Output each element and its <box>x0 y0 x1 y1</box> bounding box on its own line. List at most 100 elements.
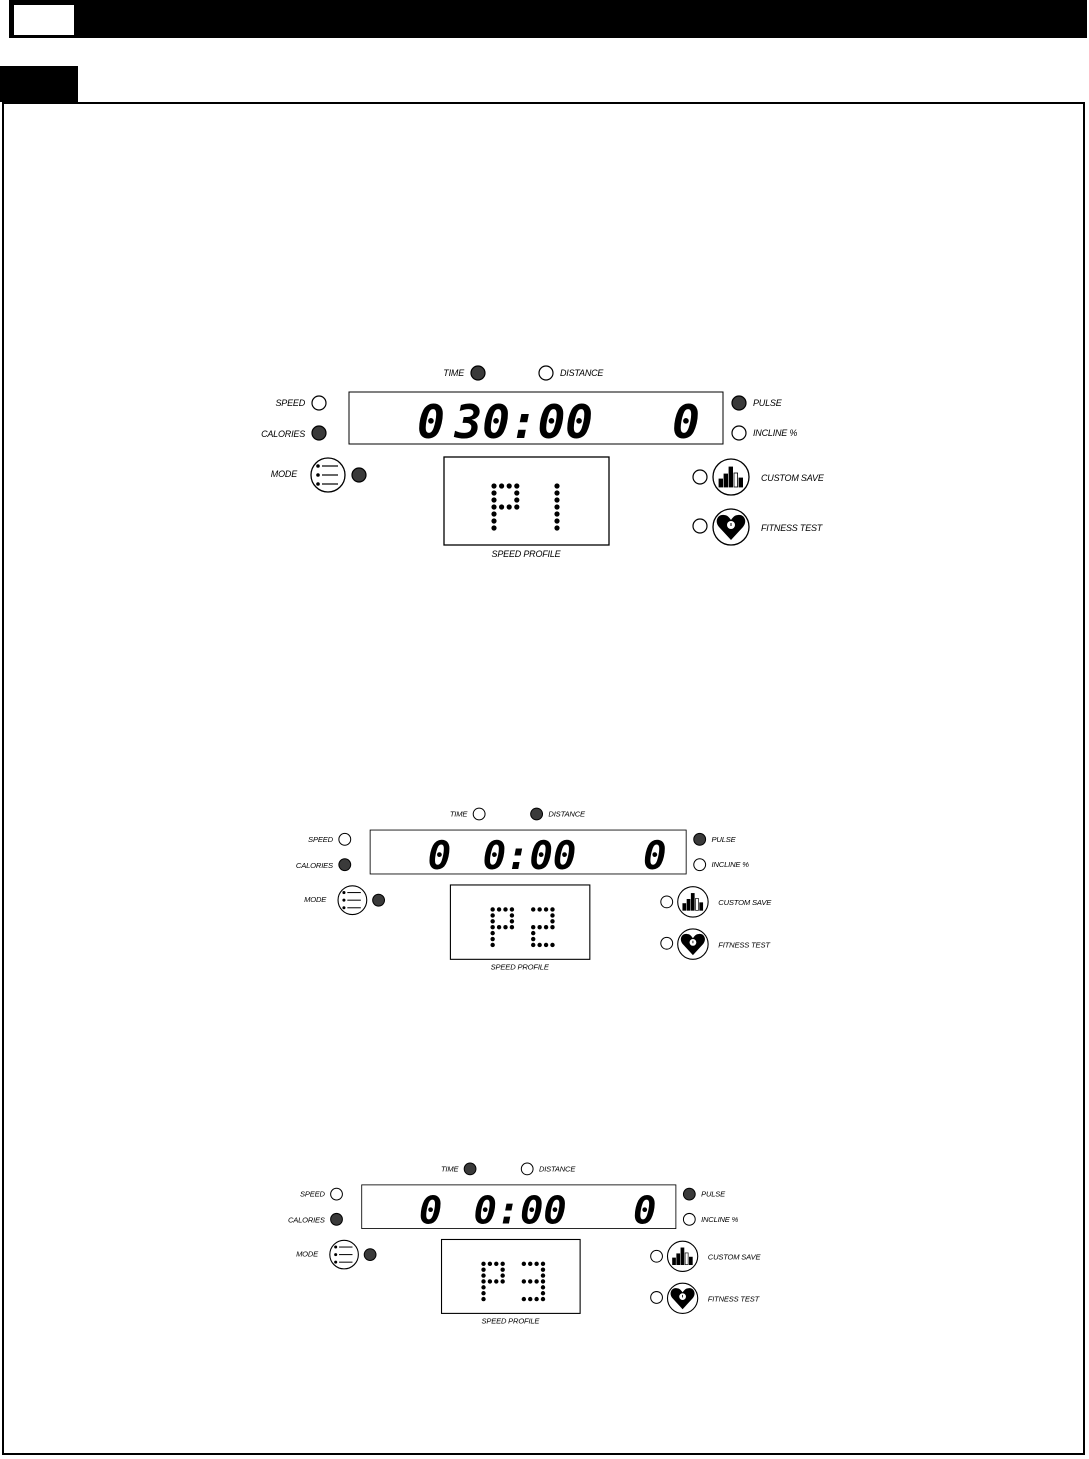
profile-dot <box>514 483 520 489</box>
custom-save-button[interactable] <box>677 886 709 918</box>
mode-led[interactable] <box>351 467 367 483</box>
display-right-value: 0 <box>643 834 666 879</box>
profile-dot <box>506 483 512 489</box>
time-led[interactable] <box>470 365 486 381</box>
profile-dot <box>540 1267 546 1272</box>
profile-dot <box>537 925 542 930</box>
mode-label: MODE <box>296 1249 319 1258</box>
profile-dot <box>487 1279 493 1284</box>
pulse-led[interactable] <box>693 832 707 846</box>
display-frame <box>369 829 687 875</box>
display-left-value: 0 <box>428 834 451 879</box>
profile-dot <box>481 1273 486 1278</box>
distance-led[interactable] <box>530 807 544 821</box>
mode-icon-dot <box>334 1253 338 1257</box>
header-bar <box>9 0 1087 38</box>
profile-dot <box>537 942 542 948</box>
calories-led[interactable] <box>330 1212 343 1226</box>
fitness-test-button[interactable] <box>677 928 709 960</box>
profile-dot <box>550 913 555 918</box>
speed-led[interactable] <box>311 395 327 411</box>
mode-led[interactable] <box>363 1248 377 1261</box>
mode-icon-dot <box>316 482 320 486</box>
speed-label: SPEED <box>275 398 305 408</box>
calories-label: CALORIES <box>261 429 305 439</box>
custom-save-led[interactable] <box>692 469 708 485</box>
custom-save-led[interactable] <box>650 1249 663 1263</box>
profile-dot <box>531 936 536 942</box>
profile-dot <box>514 504 520 510</box>
fitness-test-button[interactable] <box>666 1282 699 1314</box>
profile-frame <box>443 456 610 546</box>
custom-save-button[interactable] <box>712 458 750 496</box>
profile-dot <box>491 490 497 496</box>
incline-led[interactable] <box>682 1212 696 1226</box>
profile-dot <box>554 483 560 489</box>
custom-save-button[interactable] <box>666 1240 699 1272</box>
profile-dot <box>531 925 536 930</box>
speed-profile-label: SPEED PROFILE <box>482 1316 541 1325</box>
mode-button[interactable] <box>337 885 368 916</box>
incline-led[interactable] <box>693 858 707 872</box>
profile-dot <box>481 1291 486 1296</box>
bar-chart-bar <box>682 903 687 911</box>
profile-dot <box>481 1285 486 1290</box>
custom-save-led[interactable] <box>660 895 674 909</box>
profile-dot <box>540 1296 546 1302</box>
bar-chart-bar <box>723 473 728 488</box>
profile-dot <box>503 925 508 930</box>
distance-led[interactable] <box>520 1162 534 1176</box>
time-led[interactable] <box>463 1162 477 1176</box>
profile-dot <box>550 907 555 912</box>
mode-icon-dot <box>334 1260 338 1264</box>
mode-button[interactable] <box>329 1239 359 1270</box>
mode-led[interactable] <box>372 893 386 907</box>
profile-dot <box>500 1273 505 1278</box>
profile-dot <box>531 907 536 912</box>
bar-chart-bar <box>699 902 704 911</box>
distance-led[interactable] <box>538 365 554 381</box>
time-label: TIME <box>443 368 465 378</box>
pulse-led[interactable] <box>682 1187 696 1201</box>
profile-dot <box>481 1267 486 1272</box>
mode-icon-dot <box>342 891 346 895</box>
mode-label: MODE <box>304 895 327 904</box>
profile-dot <box>500 1267 505 1272</box>
mode-icon-dot <box>316 473 320 477</box>
incline-led[interactable] <box>731 425 747 441</box>
bar-chart-bar <box>733 472 738 488</box>
mode-button[interactable] <box>310 457 346 493</box>
speed-led[interactable] <box>330 1187 343 1201</box>
fitness-test-led[interactable] <box>692 518 708 534</box>
profile-dot <box>494 1279 499 1284</box>
fitness-test-led[interactable] <box>660 936 674 950</box>
profile-dot <box>528 1279 533 1284</box>
profile-dot <box>550 919 555 924</box>
speed-profile-display <box>449 884 591 960</box>
profile-dot <box>491 525 497 531</box>
bar-chart-bar <box>695 898 699 911</box>
content-frame <box>2 102 1085 1455</box>
display-left-value: 0 <box>419 1189 442 1234</box>
speed-led[interactable] <box>338 832 352 846</box>
profile-dot <box>491 497 497 503</box>
time-led[interactable] <box>472 807 486 821</box>
mode-icon-dot <box>342 898 346 902</box>
profile-dot <box>554 511 560 517</box>
profile-dot <box>503 907 508 912</box>
profile-dot <box>496 907 502 912</box>
mode-label: MODE <box>271 469 298 479</box>
profile-dot <box>491 483 497 489</box>
profile-dot <box>514 490 520 496</box>
calories-led[interactable] <box>311 425 327 441</box>
fitness-test-label: FITNESS TEST <box>718 940 771 949</box>
calories-led[interactable] <box>338 858 352 872</box>
fitness-test-led[interactable] <box>650 1291 663 1304</box>
fitness-test-button[interactable] <box>712 508 750 546</box>
profile-dot <box>534 1296 539 1302</box>
speed-label: SPEED <box>300 1190 325 1199</box>
pulse-led[interactable] <box>731 395 747 411</box>
